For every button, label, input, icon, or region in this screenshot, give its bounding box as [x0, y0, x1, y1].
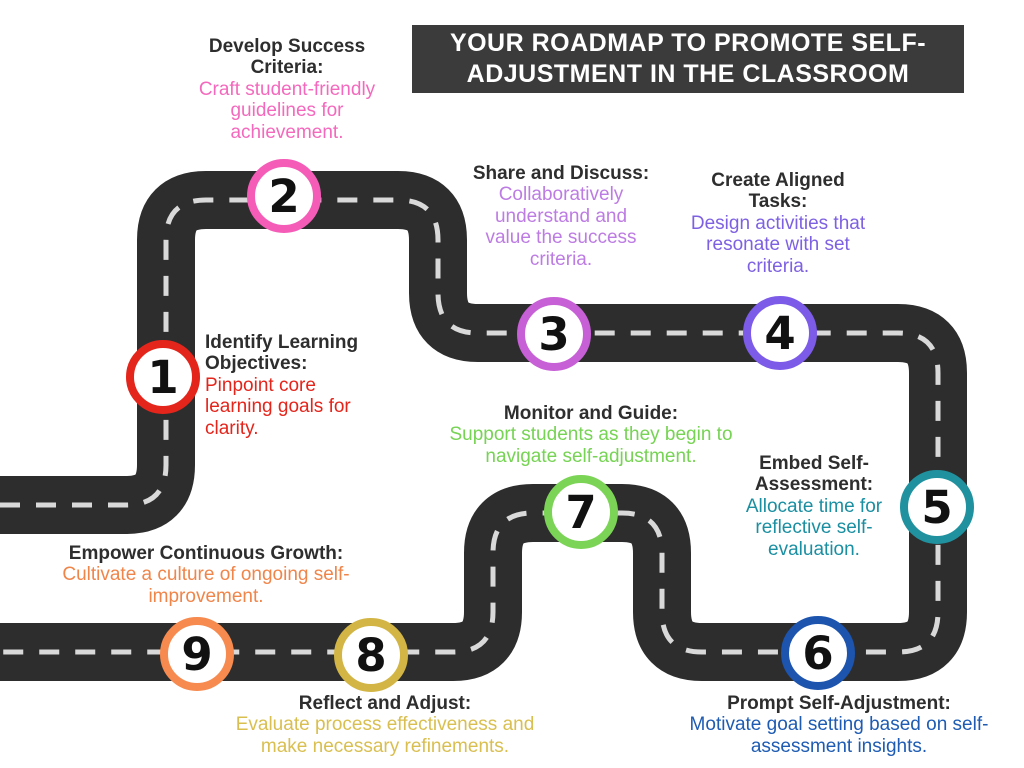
- milestone-description: Craft student-friendly guidelines for ac…: [198, 78, 376, 143]
- milestone-number: 9: [181, 627, 213, 681]
- milestone-circle-5: 5: [900, 470, 974, 544]
- milestone-number: 5: [921, 480, 953, 534]
- milestone-title: Develop Success Criteria:: [208, 36, 366, 79]
- milestone-title: Identify Learning Objectives:: [205, 332, 359, 375]
- milestone-circle-1: 1: [126, 340, 200, 414]
- page-title-line2: ADJUSTMENT IN THE CLASSROOM: [466, 60, 910, 88]
- milestone-title: Create Aligned Tasks:: [711, 170, 845, 213]
- milestone-8-label: Reflect and Adjust: Evaluate process eff…: [224, 693, 546, 757]
- milestone-description: Cultivate a culture of ongoing self-impr…: [62, 564, 350, 607]
- milestone-description: Allocate time for reflective self-evalua…: [745, 495, 883, 560]
- milestone-circle-6: 6: [781, 616, 855, 690]
- milestone-title: Share and Discuss:: [472, 163, 650, 184]
- milestone-number: 4: [764, 306, 796, 360]
- milestone-description: Collaboratively understand and value the…: [485, 184, 637, 270]
- milestone-2-label: Develop Success Criteria: Craft student-…: [182, 36, 392, 143]
- milestone-1-label: Identify Learning Objectives: Pinpoint c…: [205, 332, 383, 439]
- milestone-description: Pinpoint core learning goals for clarity…: [205, 374, 351, 439]
- milestone-circle-8: 8: [334, 618, 408, 692]
- milestone-title: Prompt Self-Adjustment:: [727, 693, 951, 714]
- milestone-number: 3: [538, 307, 570, 361]
- milestone-circle-3: 3: [517, 297, 591, 371]
- milestone-9-label: Empower Continuous Growth: Cultivate a c…: [36, 543, 376, 607]
- milestone-circle-2: 2: [247, 159, 321, 233]
- milestone-title: Reflect and Adjust:: [298, 693, 472, 714]
- milestone-description: Design activities that resonate with set…: [690, 212, 866, 277]
- milestone-title: Embed Self-Assessment:: [754, 453, 874, 496]
- milestone-circle-9: 9: [160, 617, 234, 691]
- milestone-description: Evaluate process effectiveness and make …: [235, 714, 535, 757]
- milestone-circle-4: 4: [743, 296, 817, 370]
- milestone-title: Monitor and Guide:: [503, 403, 679, 424]
- milestone-description: Motivate goal setting based on self-asse…: [689, 714, 989, 757]
- milestone-7-label: Monitor and Guide: Support students as t…: [430, 403, 752, 467]
- milestone-number: 8: [355, 628, 387, 682]
- milestone-circle-7: 7: [544, 475, 618, 549]
- title-box: YOUR ROADMAP TO PROMOTE SELF- ADJUSTMENT…: [412, 25, 964, 93]
- milestone-5-label: Embed Self-Assessment: Allocate time for…: [730, 453, 898, 560]
- milestone-number: 1: [147, 350, 179, 404]
- milestone-4-label: Create Aligned Tasks: Design activities …: [680, 170, 876, 277]
- milestone-number: 7: [565, 485, 597, 539]
- milestone-title: Empower Continuous Growth:: [68, 543, 344, 564]
- milestone-6-label: Prompt Self-Adjustment: Motivate goal se…: [658, 693, 1020, 757]
- milestone-number: 6: [802, 626, 834, 680]
- milestone-description: Support students as they begin to naviga…: [449, 424, 733, 467]
- milestone-3-label: Share and Discuss: Collaboratively under…: [472, 163, 650, 270]
- milestone-number: 2: [268, 169, 300, 223]
- page-title-line1: YOUR ROADMAP TO PROMOTE SELF-: [449, 28, 927, 57]
